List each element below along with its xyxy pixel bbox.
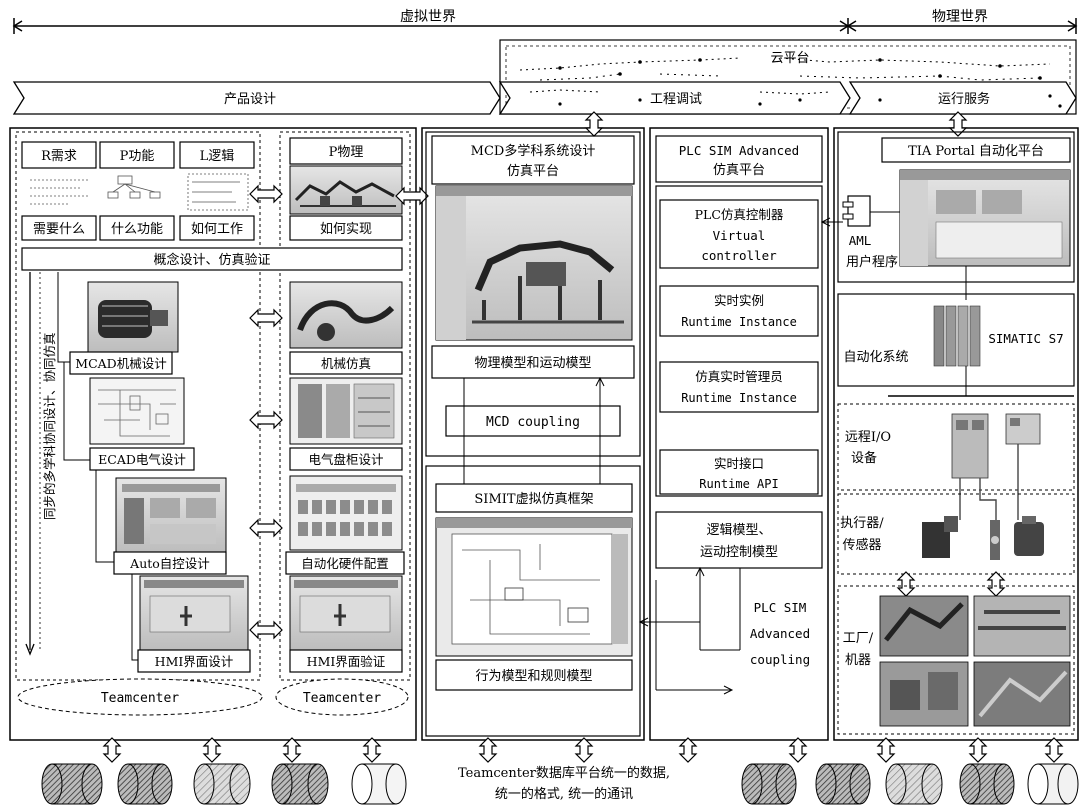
how-implement-label: 如何实现 xyxy=(320,221,372,237)
aml-label: AML xyxy=(849,233,872,248)
user-program-label: 用户程序 xyxy=(846,254,898,270)
remote-io-line2: 设备 xyxy=(851,450,877,466)
remote-io-line1: 远程I/O xyxy=(845,430,891,445)
collaboration-vertical-arrow xyxy=(26,272,40,654)
mechanical-sim-label: 机械仿真 xyxy=(321,356,371,371)
runtime-api-line2: Runtime API xyxy=(699,477,778,491)
runtime-instance-line2: Runtime Instance xyxy=(681,315,797,329)
ecad-schematic-image xyxy=(90,378,184,444)
robot-line-image xyxy=(290,166,402,214)
cabinet-label: 电气盘柜设计 xyxy=(308,452,383,467)
actuator-sensor-image xyxy=(922,516,1044,560)
collaboration-vertical-label: 同步的多学科协同设计、协同仿真 xyxy=(42,332,57,520)
l-logic-label: L逻辑 xyxy=(200,149,235,164)
auto-label: Auto自控设计 xyxy=(129,556,210,571)
mcd-coupling-label: MCD coupling xyxy=(486,415,580,430)
database-cylinder xyxy=(272,764,328,804)
simit-screenshot xyxy=(436,518,632,656)
auto-control-image xyxy=(116,478,226,552)
database-cylinder xyxy=(816,764,870,804)
behavior-model-label: 行为模型和规则模型 xyxy=(475,669,592,684)
database-cylinder xyxy=(352,764,406,804)
database-cylinder xyxy=(742,764,796,804)
teamcenter-left-label: Teamcenter xyxy=(101,691,179,706)
mcd-title-line1: MCD多学科系统设计 xyxy=(471,143,596,159)
simatic-label: SIMATIC S7 xyxy=(988,331,1063,346)
mcad-label: MCAD机械设计 xyxy=(75,356,166,371)
database-cylinder xyxy=(960,764,1014,804)
cloud-platform-label: 云平台 xyxy=(770,51,809,66)
plcsim-title-line1: PLC SIM Advanced xyxy=(679,143,799,158)
factory-line1: 工厂/ xyxy=(843,631,874,646)
commissioning-label: 工程调试 xyxy=(650,92,702,107)
runtime-manager-line2: Runtime Instance xyxy=(681,391,797,405)
what-function-label: 什么功能 xyxy=(111,222,163,237)
mechanical-sim-image xyxy=(290,282,402,348)
database-arrows xyxy=(104,738,1062,762)
actuator-line2: 传感器 xyxy=(842,537,881,553)
plcsim-coupling-line2: Advanced xyxy=(750,626,810,641)
p-function-label: P功能 xyxy=(120,149,155,164)
product-design-label: 产品设计 xyxy=(224,92,276,107)
p-physical-label: P物理 xyxy=(329,145,364,160)
tia-portal-title: TIA Portal 自动化平台 xyxy=(908,144,1044,159)
hardware-config-image xyxy=(290,476,402,550)
hardware-config-label: 自动化硬件配置 xyxy=(301,556,389,571)
simit-title-label: SIMIT虚拟仿真框架 xyxy=(474,492,593,507)
hmi-design-label: HMI界面设计 xyxy=(155,654,234,669)
physical-world-label: 物理世界 xyxy=(932,9,988,25)
how-work-label: 如何工作 xyxy=(191,221,243,237)
world-axis xyxy=(14,18,1076,34)
r-requirement-label: R需求 xyxy=(41,149,77,164)
runtime-instance-line1: 实时实例 xyxy=(714,293,764,308)
operation-label: 运行服务 xyxy=(938,91,990,107)
plcsim-title-line2: 仿真平台 xyxy=(713,163,765,178)
plcsim-coupling-line1: PLC SIM xyxy=(754,600,807,615)
field-double-arrows xyxy=(898,572,1004,596)
mcd-screenshot xyxy=(436,186,632,340)
factory-photos xyxy=(880,596,1070,726)
mcad-motor-image xyxy=(88,282,178,352)
database-caption-line1: Teamcenter数据库平台统一的数据, xyxy=(458,765,670,781)
database-cylinder xyxy=(42,764,102,804)
database-cylinder xyxy=(118,764,172,804)
requirement-sketch-images xyxy=(30,174,248,210)
physical-model-label: 物理模型和运动模型 xyxy=(474,356,591,371)
factory-line2: 机器 xyxy=(845,653,871,668)
virtual-controller-line3: controller xyxy=(701,248,777,263)
plcsim-coupling-line3: coupling xyxy=(750,652,810,667)
database-cylinder xyxy=(194,764,250,804)
database-caption-line2: 统一的格式, 统一的通讯 xyxy=(495,786,633,802)
mcd-title-line2: 仿真平台 xyxy=(507,164,559,179)
teamcenter-right-label: Teamcenter xyxy=(303,691,381,706)
concept-design-label: 概念设计、仿真验证 xyxy=(153,252,270,268)
automation-system-label: 自动化系统 xyxy=(843,350,908,365)
logic-model-line2: 运动控制模型 xyxy=(700,545,778,560)
database-cylinder xyxy=(886,764,942,804)
plcsim-coupling-lines xyxy=(640,568,740,694)
hmi-verify-image xyxy=(290,576,402,650)
database-cylinder xyxy=(1028,764,1078,804)
actuator-line1: 执行器/ xyxy=(840,516,884,531)
tia-screenshot xyxy=(900,170,1070,300)
virtual-world-label: 虚拟世界 xyxy=(400,9,456,25)
virtual-controller-line1: PLC仿真控制器 xyxy=(695,207,784,222)
runtime-manager-line1: 仿真实时管理员 xyxy=(695,369,783,384)
ecad-label: ECAD电气设计 xyxy=(98,452,186,467)
hmi-design-image xyxy=(140,576,248,650)
hmi-verify-label: HMI界面验证 xyxy=(307,654,386,669)
runtime-api-line1: 实时接口 xyxy=(714,456,764,471)
virtual-controller-line2: Virtual xyxy=(713,228,766,243)
logic-model-line1: 逻辑模型、 xyxy=(706,523,771,538)
simatic-plc-image xyxy=(934,306,980,396)
what-need-label: 需要什么 xyxy=(33,222,85,237)
cabinet-image xyxy=(290,378,402,444)
